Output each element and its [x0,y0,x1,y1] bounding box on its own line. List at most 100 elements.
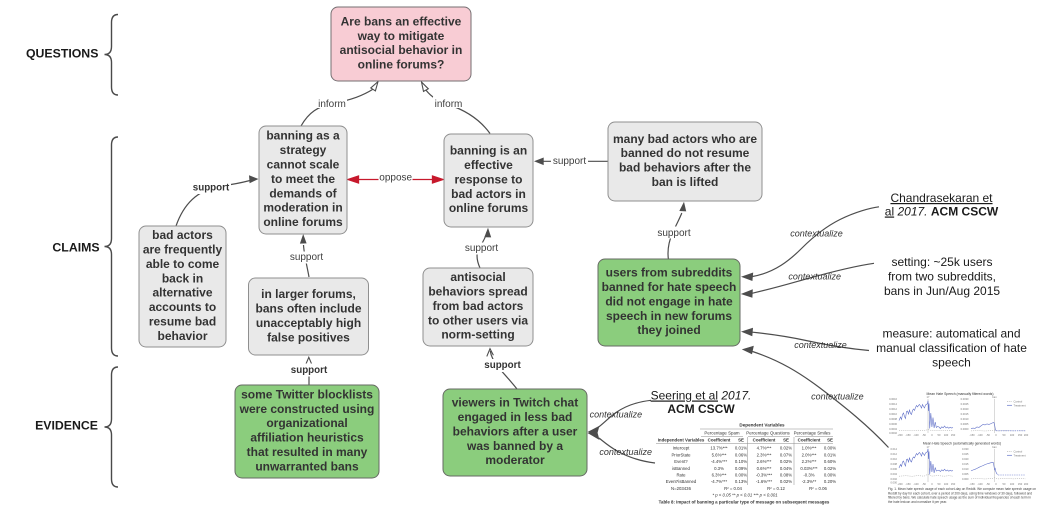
svg-text:0.09%: 0.09% [735,466,747,471]
svg-text:0.0025: 0.0025 [961,402,969,406]
svg-text:contextualize: contextualize [790,229,843,239]
svg-text:0: 0 [931,433,933,437]
svg-text:support: support [465,243,499,254]
svg-text:-150: -150 [969,482,975,486]
svg-text:support: support [553,156,587,167]
svg-text:contextualize: contextualize [788,272,841,282]
svg-text:isBanned: isBanned [672,466,691,471]
svg-text:0: 0 [995,482,997,486]
svg-text:Independent Variables: Independent Variables [658,438,705,443]
svg-text:0.0008: 0.0008 [889,417,897,421]
svg-text:150: 150 [1018,482,1023,486]
svg-text:0.006: 0.006 [891,467,898,471]
svg-text:0.02%: 0.02% [780,459,792,464]
svg-text:50: 50 [938,482,941,486]
svg-text:Seering et al 2017.: Seering et al 2017. [651,389,752,403]
svg-text:Table 8: Impact of banning a p: Table 8: Impact of banning a particular … [659,500,830,505]
svg-text:0.005: 0.005 [962,472,969,476]
svg-text:50: 50 [1003,433,1006,437]
svg-text:-4.4%***: -4.4%*** [711,459,728,464]
svg-text:150: 150 [951,482,956,486]
svg-text:0.008: 0.008 [891,462,898,466]
svg-text:0.0020: 0.0020 [961,407,969,411]
svg-text:0.0006: 0.0006 [889,422,897,426]
svg-text:Coefficient: Coefficient [708,438,731,443]
svg-text:ban: ban [992,395,997,399]
svg-text:SE: SE [827,438,833,443]
svg-text:-50: -50 [922,433,926,437]
svg-text:0.004: 0.004 [891,472,898,476]
svg-text:2.3%***: 2.3%*** [757,452,772,457]
svg-text:-50: -50 [986,482,990,486]
svg-text:0.012: 0.012 [891,452,898,456]
svg-text:Chandrasekaran et: Chandrasekaran et [890,191,993,205]
svg-text:Percentage Smiles: Percentage Smiles [794,431,832,436]
svg-text:Rate: Rate [676,473,686,478]
svg-text:PriorState: PriorState [671,452,691,457]
svg-text:0.08%: 0.08% [780,473,792,478]
svg-text:R² = 0.06: R² = 0.06 [809,486,827,491]
svg-text:Dependent Variables: Dependent Variables [739,423,785,428]
svg-text:SE: SE [783,438,789,443]
svg-text:0.000: 0.000 [962,477,969,481]
svg-text:0.20%: 0.20% [824,479,836,484]
svg-text:0.13%: 0.13% [735,479,747,484]
svg-text:2.0%***: 2.0%*** [802,452,817,457]
svg-text:0.010: 0.010 [962,467,969,471]
svg-text:QUESTIONS: QUESTIONS [26,46,98,60]
svg-text:2.6%***: 2.6%*** [757,459,772,464]
svg-text:0.07%: 0.07% [780,452,792,457]
svg-text:0: 0 [931,482,933,486]
svg-text:-0.3%: -0.3% [803,473,814,478]
svg-text:100: 100 [1010,433,1015,437]
svg-text:0.0030: 0.0030 [961,397,969,401]
svg-text:5.6%***: 5.6%*** [712,452,727,457]
svg-text:N=203436: N=203436 [671,486,692,491]
svg-text:17: 17 [927,445,930,449]
svg-text:0.01%: 0.01% [735,446,747,451]
svg-text:contextualize: contextualize [811,391,864,401]
svg-text:Treatment: Treatment [1014,453,1026,457]
svg-text:CLAIMS: CLAIMS [52,240,99,254]
svg-text:0.002: 0.002 [891,477,898,481]
svg-text:0.10%: 0.10% [735,459,747,464]
svg-text:0.0004: 0.0004 [889,427,897,431]
svg-text:0.3%: 0.3% [714,466,724,471]
svg-text:Fig. 1. Mean hate speech usage: Fig. 1. Mean hate speech usage of each c… [888,487,1036,491]
svg-text:-150: -150 [969,433,975,437]
svg-text:0.000: 0.000 [891,481,898,485]
svg-text:-150: -150 [905,482,911,486]
svg-text:* p < 0.05 ** p < 0.01 *** p <: * p < 0.05 ** p < 0.01 *** p < 0.001 [712,493,778,498]
svg-text:-150: -150 [905,433,911,437]
svg-text:0.0016: 0.0016 [889,397,897,401]
svg-text:Intercept: Intercept [673,446,691,451]
svg-text:0.00%: 0.00% [824,473,836,478]
svg-text:0.02%: 0.02% [824,466,836,471]
svg-text:support: support [193,182,230,193]
svg-text:-100: -100 [913,482,919,486]
svg-text:Percentage Spam: Percentage Spam [704,431,739,436]
svg-text:Control: Control [1014,449,1023,453]
svg-text:13.7%***: 13.7%*** [710,446,728,451]
svg-text:-200: -200 [897,433,903,437]
svg-text:100: 100 [944,433,949,437]
svg-text:Event?: Event? [674,459,688,464]
svg-text:inform: inform [318,99,346,110]
svg-text:0.02%: 0.02% [780,479,792,484]
svg-text:filtered by bans. We calculate: filtered by bans. We calculate hate spee… [888,496,1031,500]
svg-text:0.0000: 0.0000 [961,427,969,431]
svg-text:1.0%***: 1.0%*** [802,446,817,451]
svg-text:0.014: 0.014 [891,447,898,451]
svg-text:0.015: 0.015 [962,462,969,466]
svg-text:0.06%: 0.06% [735,452,747,457]
svg-text:Event*isBanned: Event*isBanned [666,479,697,484]
svg-text:support: support [291,365,328,376]
svg-text:inform: inform [435,99,463,110]
